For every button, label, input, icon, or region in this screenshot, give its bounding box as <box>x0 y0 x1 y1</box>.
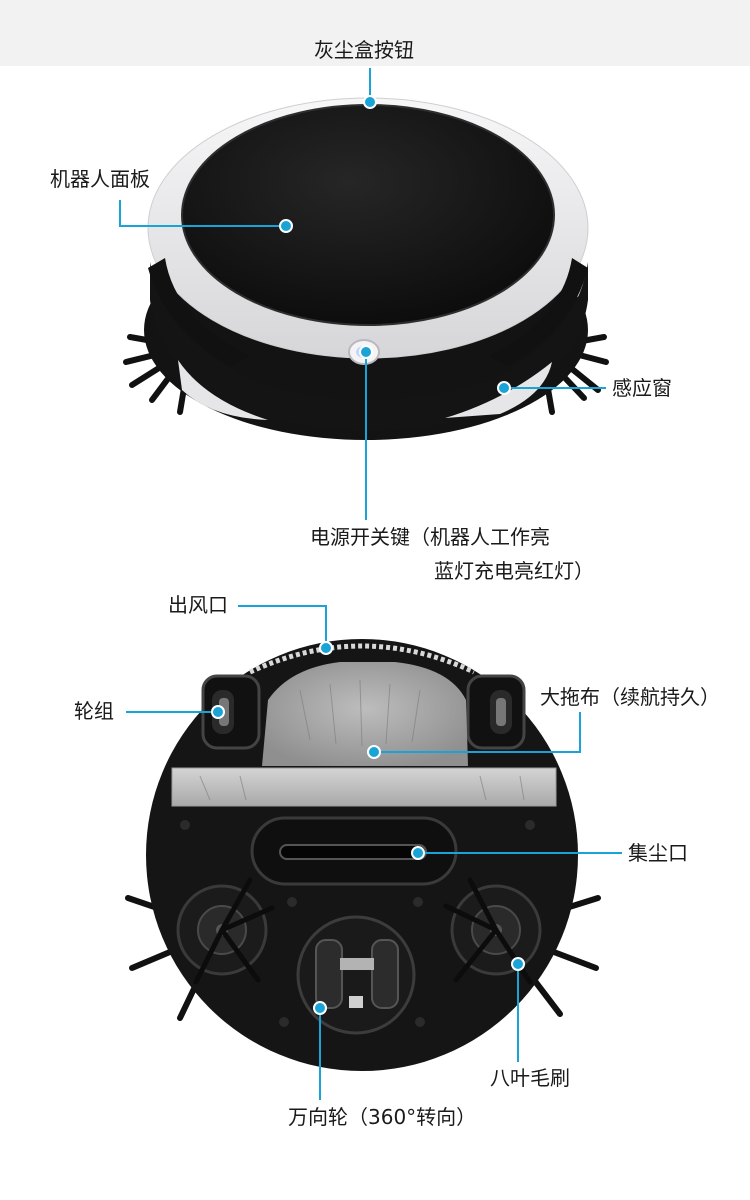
callouts <box>119 68 622 1100</box>
label-wheel-set: 轮组 <box>74 699 114 723</box>
label-power-key-line1: 电源开关键（机器人工作亮 <box>310 525 550 549</box>
mop-texture <box>199 679 525 801</box>
air-outlet <box>248 643 476 675</box>
dust-inlet <box>279 844 427 860</box>
label-eight-blade-brush: 八叶毛刷 <box>490 1066 570 1090</box>
big-mop <box>262 662 468 766</box>
label-dust-box-button: 灰尘盒按钮 <box>314 38 414 62</box>
label-air-outlet: 出风口 <box>168 593 228 617</box>
side-curve-left <box>178 360 268 420</box>
label-robot-panel: 机器人面板 <box>50 167 150 191</box>
bumper-right <box>488 258 588 366</box>
label-power-key-line2: 蓝灯充电亮红灯） <box>434 559 594 583</box>
wheel-left <box>201 674 261 750</box>
robot-panel <box>181 104 555 326</box>
label-sensor-window: 感应窗 <box>612 376 672 400</box>
left-side-brush <box>176 877 275 985</box>
label-dust-inlet: 集尘口 <box>628 841 688 865</box>
robot-top-view <box>123 97 609 440</box>
wheel-right <box>466 674 526 750</box>
robot-bottom-view <box>125 639 601 1071</box>
label-universal-wheel: 万向轮（360°转向） <box>288 1105 477 1129</box>
right-side-brush <box>443 877 542 985</box>
bumper-left <box>148 258 250 366</box>
universal-wheel <box>296 915 416 1035</box>
header-band <box>0 0 750 66</box>
label-big-mop: 大拖布（续航持久） <box>540 685 720 709</box>
mop-strip <box>171 767 557 807</box>
callout-dots <box>211 95 525 1015</box>
sensor-window-shape <box>445 362 552 418</box>
robot-skirt <box>150 262 588 431</box>
